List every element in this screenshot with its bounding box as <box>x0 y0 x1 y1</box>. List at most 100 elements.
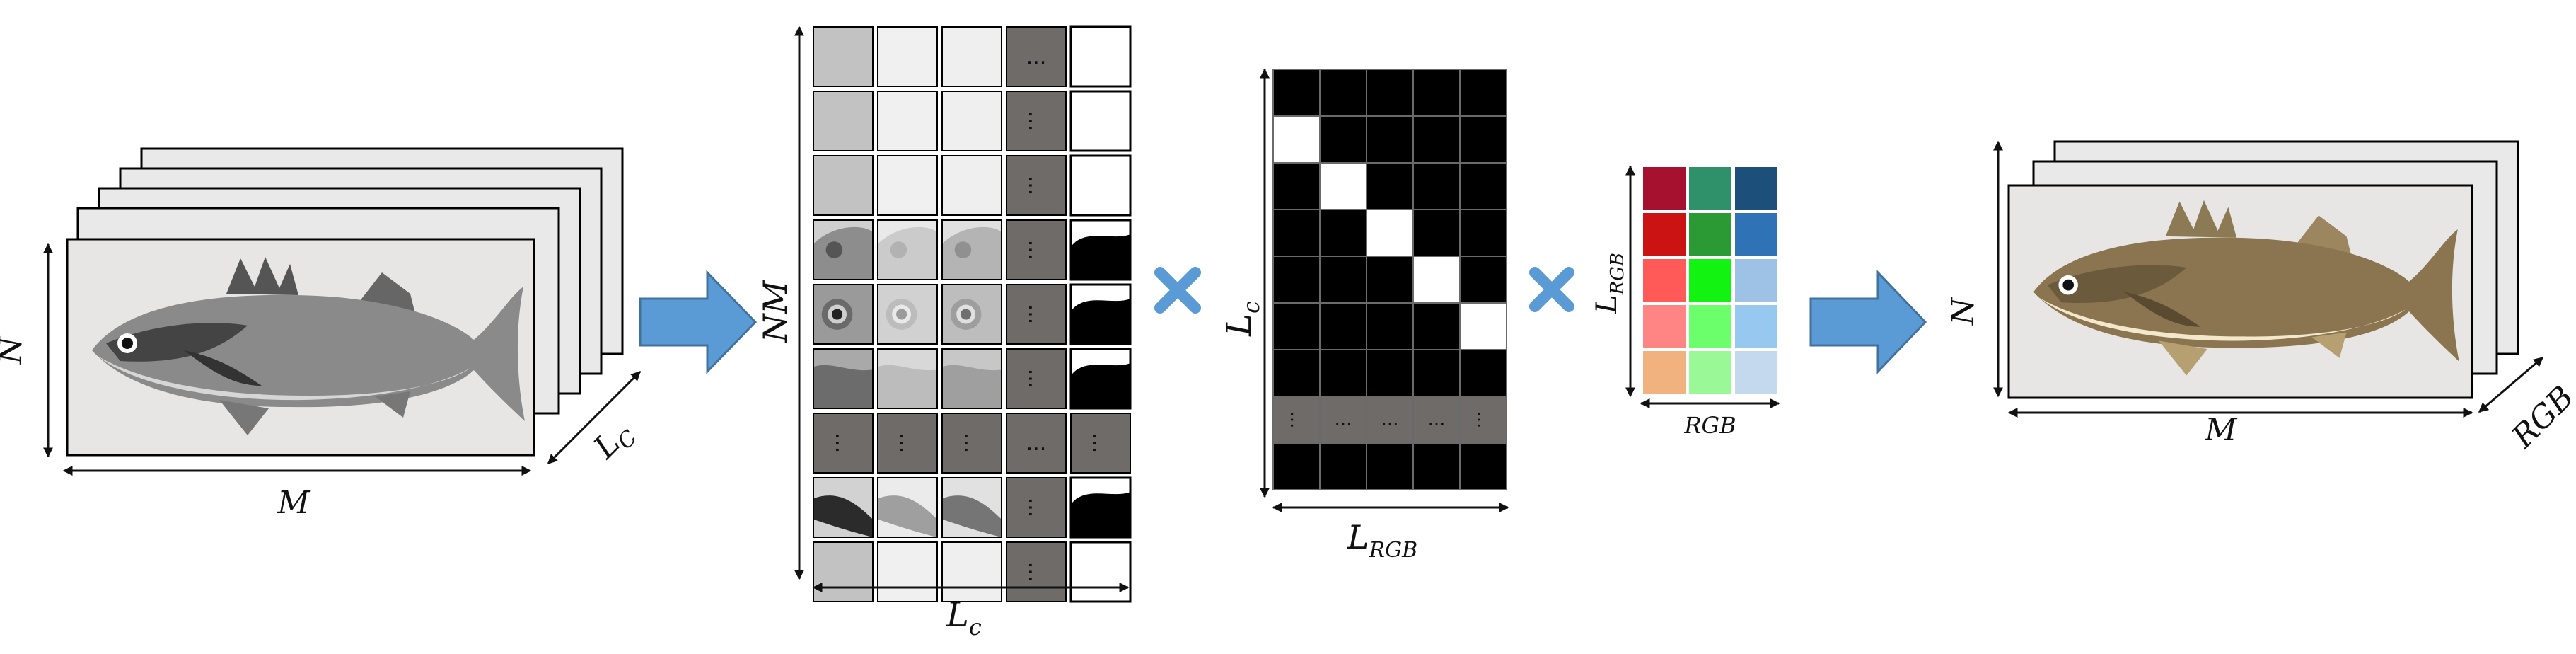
selector-cell <box>1412 115 1461 164</box>
palette-rgb-label: RGB <box>1683 412 1736 439</box>
matrix-cell: ... <box>1006 26 1067 87</box>
matrix-cell: ... <box>1006 477 1067 538</box>
flow-arrow-2 <box>1809 270 1927 374</box>
selector-cell <box>1272 162 1321 210</box>
svg-text:...: ... <box>1026 45 1047 69</box>
selector-cell <box>1272 69 1321 117</box>
svg-text:...: ... <box>1023 498 1048 518</box>
input-lc-label: LC <box>586 414 642 470</box>
selector-cell <box>1366 162 1414 210</box>
matrix-cell <box>1069 283 1132 345</box>
selector-cell <box>1366 69 1414 117</box>
selector-cell <box>1319 69 1367 117</box>
matrix-cell: ... <box>1006 284 1067 345</box>
matrix-cell: ... <box>813 413 874 474</box>
selector-cell <box>1366 442 1414 490</box>
palette-swatch <box>1642 350 1687 395</box>
selector-cell <box>1459 349 1507 397</box>
selector-cell <box>1459 256 1507 304</box>
matrix-cell: ... <box>1006 348 1067 409</box>
svg-text:...: ... <box>1088 433 1113 454</box>
output-rgb-label: RGB <box>2505 379 2576 456</box>
svg-text:...: ... <box>1023 369 1048 389</box>
svg-text:...: ... <box>1023 111 1048 132</box>
class-selector-matrix: ............... Lc LRGB <box>1219 68 1509 563</box>
matrix-cell <box>813 477 874 538</box>
matrix-cell <box>813 26 874 87</box>
matrix-cell <box>941 91 1002 151</box>
selector-cell <box>1272 115 1321 164</box>
palette-swatch <box>1642 212 1687 257</box>
selector-cell: ... <box>1366 396 1414 444</box>
selector-cell <box>1459 162 1507 210</box>
selector-cell <box>1459 69 1507 117</box>
output-m-label: M <box>2204 412 2237 448</box>
matrix-cell: ... <box>1006 541 1067 602</box>
selector-cell <box>1319 349 1367 397</box>
matrix-cell <box>877 477 938 538</box>
selector-cell <box>1319 162 1367 210</box>
svg-text:...: ... <box>1023 304 1048 325</box>
matrix-cell <box>941 219 1002 280</box>
selector-cell <box>1272 442 1321 490</box>
selector-cell <box>1366 256 1414 304</box>
svg-text:...: ... <box>1381 409 1399 430</box>
palette-swatch <box>1734 304 1779 349</box>
svg-text:...: ... <box>1335 409 1352 430</box>
palette-swatch <box>1688 304 1733 349</box>
palette-swatch <box>1688 166 1733 211</box>
selector-cell <box>1412 69 1461 117</box>
matrix-cell <box>1069 219 1132 281</box>
matrix-cell <box>1069 25 1132 88</box>
matrix-cell <box>877 219 938 280</box>
selector-cell <box>1412 302 1461 350</box>
palette-swatch <box>1734 166 1779 211</box>
selector-cell <box>1319 115 1367 164</box>
selector-cell: ... <box>1319 396 1367 444</box>
selector-cell <box>1459 302 1507 350</box>
svg-text:...: ... <box>1286 411 1307 429</box>
svg-text:...: ... <box>1023 240 1048 260</box>
selector-cell <box>1412 209 1461 257</box>
selector-cell <box>1319 442 1367 490</box>
matrix-cell <box>941 541 1002 602</box>
selector-cell <box>1412 162 1461 210</box>
matrix-cell <box>1069 541 1132 603</box>
svg-text:...: ... <box>1023 176 1048 196</box>
palette-swatch <box>1688 350 1733 395</box>
svg-text:...: ... <box>1023 562 1048 583</box>
output-n-label: N <box>1945 297 1981 326</box>
matrix-cells: ....................................... <box>813 25 1132 603</box>
matrix-cell <box>1069 154 1132 217</box>
matrix-cell <box>941 155 1002 216</box>
input-front-image <box>66 238 535 457</box>
selector-cell: ... <box>1459 396 1507 444</box>
matrix-cell <box>1069 348 1132 410</box>
palette-swatch <box>1642 166 1687 211</box>
palette-cells <box>1642 166 1779 395</box>
selector-cell <box>1366 302 1414 350</box>
matrix-cell <box>1069 476 1132 539</box>
matrix-cell <box>941 348 1002 409</box>
selector-cell <box>1319 302 1367 350</box>
selector-cell <box>1319 209 1367 257</box>
selector-cell <box>1272 349 1321 397</box>
selector-cell <box>1319 256 1367 304</box>
matrix-cell <box>813 348 874 409</box>
palette-swatch <box>1642 304 1687 349</box>
palette-swatch <box>1688 212 1733 257</box>
palette-swatch <box>1734 258 1779 303</box>
selector-cell <box>1412 442 1461 490</box>
input-lc-dimension-arrow <box>547 370 642 465</box>
matrix-cell <box>877 155 938 216</box>
matrix-cell: ... <box>1006 91 1067 151</box>
rgb-palette: LRGB RGB <box>1591 165 1780 439</box>
matrix-cell <box>877 91 938 151</box>
palette-lrgb-label: LRGB <box>1591 253 1628 314</box>
matrix-cell <box>877 348 938 409</box>
palette-swatch <box>1642 258 1687 303</box>
svg-text:...: ... <box>959 433 984 454</box>
matrix-cell <box>941 284 1002 345</box>
matrix-cell <box>813 155 874 216</box>
